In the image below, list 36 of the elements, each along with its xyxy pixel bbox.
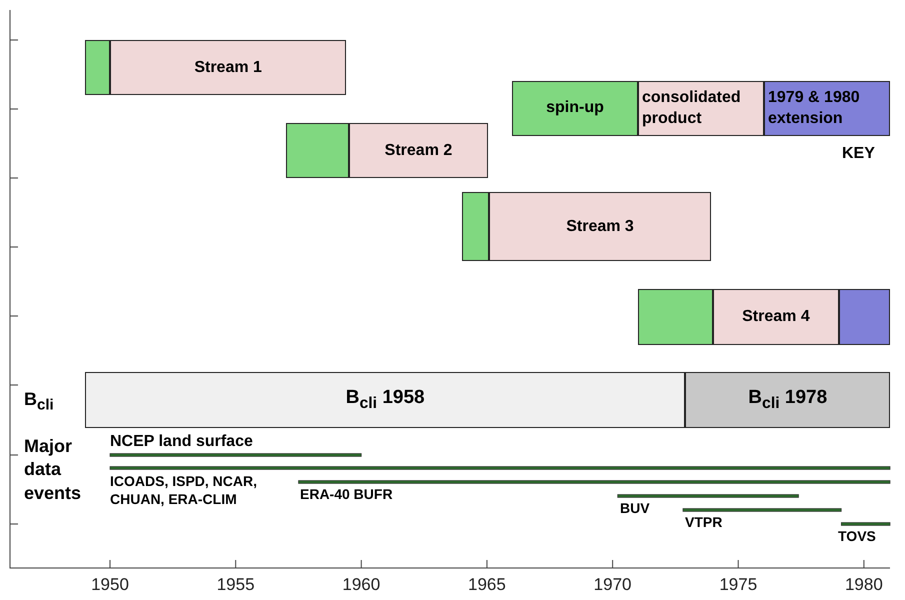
axis-label: Major data events bbox=[24, 435, 82, 505]
tick-label: 1955 bbox=[216, 574, 256, 596]
timeline-bar bbox=[713, 289, 839, 345]
timeline-bar bbox=[84, 372, 686, 428]
legend-text: 1979 & 1980 extension bbox=[768, 88, 861, 128]
event-label: NCEP land surface bbox=[110, 432, 253, 452]
timeline-bar bbox=[348, 123, 488, 178]
event-label: VTPR bbox=[685, 513, 722, 532]
spin-up-segment bbox=[286, 123, 349, 178]
event-label: TOVS bbox=[838, 527, 876, 546]
axis-label: B$_{cli}$ bbox=[24, 388, 54, 416]
timeline-bar bbox=[110, 40, 346, 95]
bar-label: B$_{cli}$ 1958 bbox=[346, 387, 425, 413]
tick-label: 1965 bbox=[467, 574, 507, 596]
extension-segment bbox=[838, 289, 890, 345]
tick-label: 1970 bbox=[592, 574, 632, 596]
bar-label: Stream 2 bbox=[384, 142, 452, 160]
event-label: BUV bbox=[620, 499, 650, 518]
key-heading: KEY bbox=[842, 144, 875, 164]
bar-label: B$_{cli}$ 1978 bbox=[748, 387, 828, 413]
timeline-bar bbox=[489, 192, 711, 261]
bar-label: Stream 4 bbox=[742, 308, 810, 326]
tick-label: 1950 bbox=[90, 574, 130, 596]
tick-label: 1980 bbox=[844, 574, 884, 596]
tick-label: 1960 bbox=[341, 574, 382, 596]
event-label: ERA-40 BUFR bbox=[300, 485, 393, 504]
tick-label: 1975 bbox=[718, 574, 758, 596]
bar-label: Stream 3 bbox=[566, 218, 634, 236]
bar-label: Stream 1 bbox=[194, 58, 262, 76]
legend-text: consolidated product bbox=[642, 88, 742, 128]
spin-up-segment bbox=[84, 40, 110, 95]
spin-up-segment bbox=[638, 289, 714, 345]
legend-text: spin-up bbox=[546, 98, 604, 118]
spin-up-segment bbox=[462, 192, 490, 261]
event-label: ICOADS, ISPD, NCAR, CHUAN, ERA-CLIM bbox=[110, 472, 258, 508]
timeline-bar bbox=[685, 372, 890, 428]
